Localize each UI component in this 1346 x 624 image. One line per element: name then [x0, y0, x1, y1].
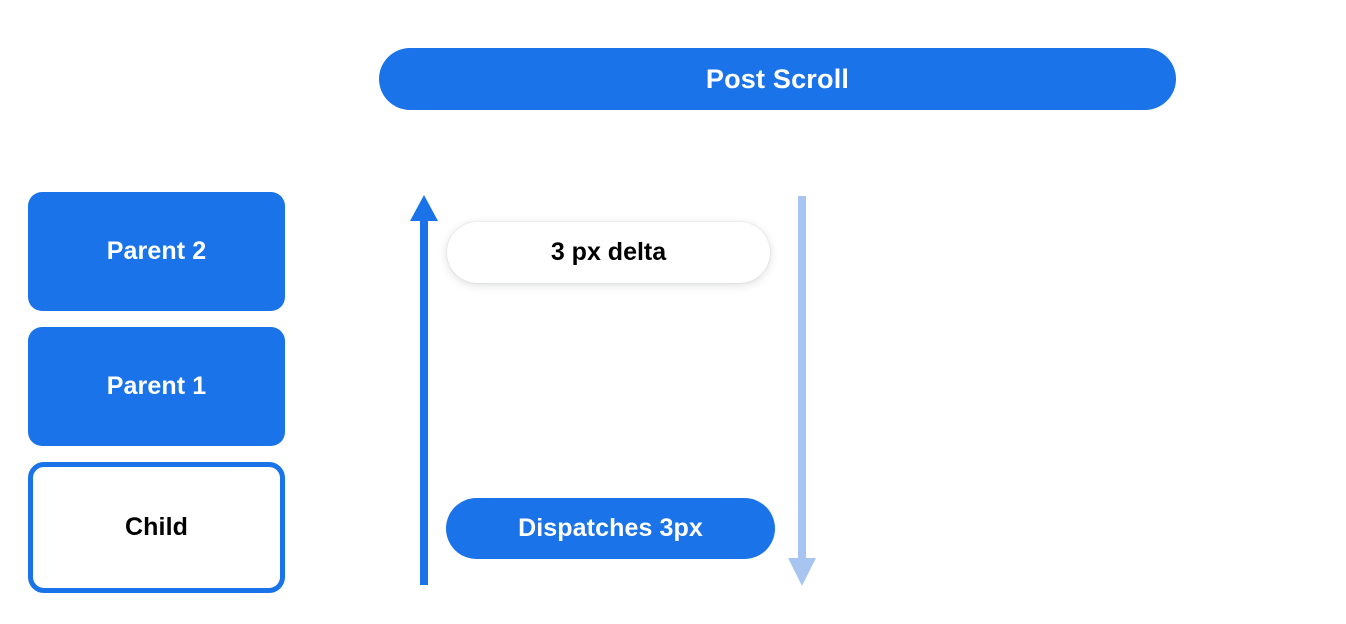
delta-callout-label: 3 px delta [550, 238, 667, 266]
arrow-down-icon [785, 196, 819, 588]
delta-callout-pill: 3 px delta [447, 222, 770, 283]
node-label-parent-2: Parent 2 [106, 237, 207, 265]
node-box-child: Child [28, 462, 285, 593]
dispatch-callout-pill: Dispatches 3px [446, 498, 775, 559]
post-scroll-header-label: Post Scroll [705, 63, 850, 94]
node-label-child: Child [125, 513, 188, 541]
node-box-parent-1: Parent 1 [28, 327, 285, 446]
node-stack: Parent 2 Parent 1 Child [28, 192, 285, 593]
arrow-up-icon [407, 193, 441, 585]
node-box-parent-2: Parent 2 [28, 192, 285, 311]
dispatch-callout-label: Dispatches 3px [518, 514, 703, 542]
post-scroll-header-pill: Post Scroll [379, 48, 1176, 110]
node-label-parent-1: Parent 1 [106, 372, 207, 400]
